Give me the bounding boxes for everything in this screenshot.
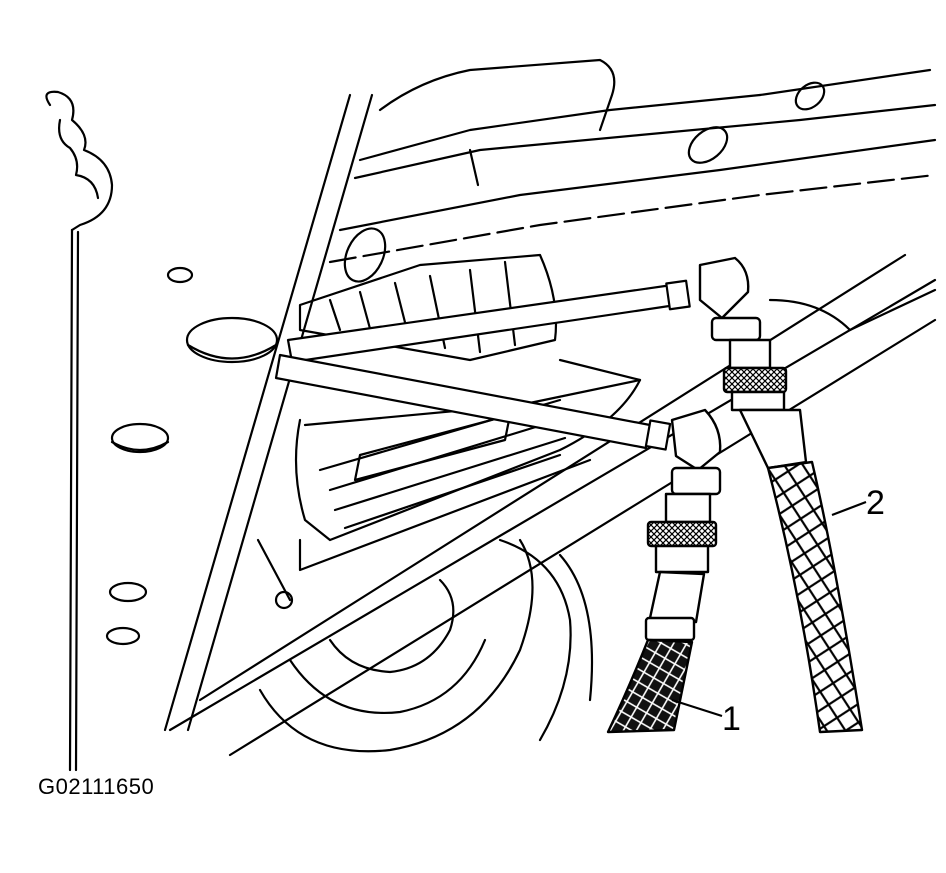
figure-id: G02111650: [38, 774, 155, 799]
callout-1: 1: [671, 698, 741, 738]
callout-2: 2: [831, 484, 885, 522]
callout-label-1: 1: [722, 700, 741, 738]
rigid-cooler-lines: [274, 279, 691, 451]
hose-2-light-braided: [698, 256, 864, 734]
callout-label-2: 2: [866, 484, 885, 522]
vehicle-underbody: [45, 58, 937, 772]
leader-line-2: [831, 500, 867, 517]
hose-1-dark-braided: [606, 408, 722, 734]
leader-line-1: [671, 698, 723, 718]
